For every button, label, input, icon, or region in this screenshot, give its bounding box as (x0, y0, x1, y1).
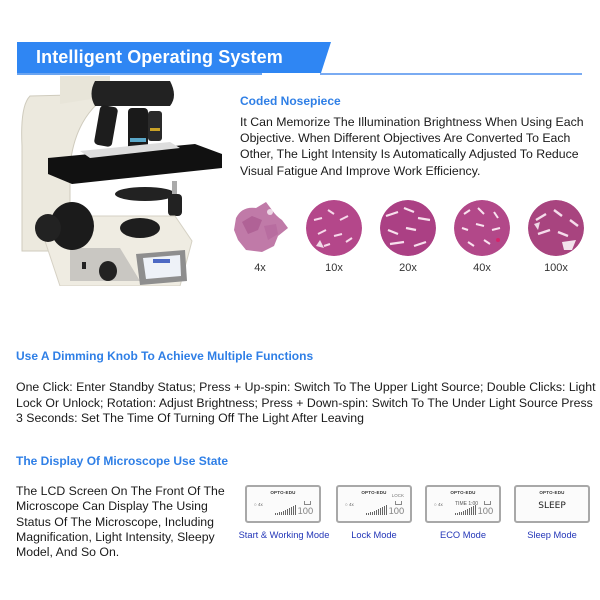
lcd-brand: OPTO-EDU (539, 490, 565, 495)
nosepiece-heading: Coded Nosepiece (240, 94, 341, 108)
tissue-image-40x (454, 200, 510, 256)
sample-label: 4x (254, 262, 266, 274)
display-heading: The Display Of Microscope Use State (16, 454, 229, 468)
microscope-image (21, 76, 222, 286)
lcd-magnification: ○ 4x (254, 502, 263, 507)
tissue-image-20x (380, 200, 436, 256)
sample-10x: 10x (306, 200, 364, 274)
lcd-brightness-value: 100 (477, 507, 493, 517)
lcd-sleep-mode: OPTO-EDU SLEEP (514, 485, 590, 523)
lcd-sleep-text: SLEEP (538, 501, 566, 511)
mode-label-start-working: Start & Working Mode (238, 530, 330, 540)
lamp-icon (304, 501, 311, 505)
lcd-brand: OPTO-EDU (361, 490, 387, 495)
sample-100x: 100x (528, 200, 586, 274)
section-banner: Intelligent Operating System (17, 42, 331, 73)
sample-label: 100x (544, 262, 568, 274)
sample-20x: 20x (380, 200, 438, 274)
banner-divider (320, 73, 582, 75)
lcd-magnification: ○ 4x (345, 502, 354, 507)
lamp-icon (395, 501, 402, 505)
sample-label: 20x (399, 262, 417, 274)
mode-label-sleep: Sleep Mode (527, 530, 577, 540)
display-description: The LCD Screen On The Front Of The Micro… (16, 484, 225, 560)
lcd-magnification: ○ 4x (434, 502, 443, 507)
sample-4x: 4x (232, 200, 290, 274)
lcd-brightness-value: 100 (388, 507, 404, 517)
lamp-icon (484, 501, 491, 505)
lcd-brand: OPTO-EDU (270, 490, 296, 495)
sample-40x: 40x (454, 200, 512, 274)
lcd-lock-status: LOCK (391, 493, 404, 498)
brightness-bars-icon (455, 505, 476, 515)
dimming-knob-description: One Click: Enter Standby Status; Press +… (16, 380, 596, 426)
brightness-bars-icon (275, 505, 296, 515)
lcd-brightness-value: 100 (297, 507, 313, 517)
sample-label: 10x (325, 262, 343, 274)
mode-label-lock: Lock Mode (351, 530, 397, 540)
brightness-bars-icon (366, 505, 387, 515)
sample-label: 40x (473, 262, 491, 274)
tissue-image-100x (528, 200, 584, 256)
nosepiece-description: It Can Memorize The Illumination Brightn… (240, 115, 584, 178)
lcd-brand: OPTO-EDU (450, 490, 476, 495)
magnification-samples: 4x 10x 20x 40x 100x (232, 200, 592, 280)
lcd-timer: TIME 1:00 (455, 501, 479, 507)
tissue-image-4x (234, 202, 288, 252)
mode-label-eco: ECO Mode (440, 530, 486, 540)
lcd-eco-mode: OPTO-EDU ○ 4x TIME 1:00 100 (425, 485, 501, 523)
lcd-start-working-mode: OPTO-EDU ○ 4x 100 (245, 485, 321, 523)
banner-underline (17, 73, 262, 75)
dimming-knob-heading: Use A Dimming Knob To Achieve Multiple F… (16, 349, 314, 363)
tissue-image-10x (306, 200, 362, 256)
lcd-lock-mode: OPTO-EDU LOCK ○ 4x 100 (336, 485, 412, 523)
banner-title: Intelligent Operating System (36, 47, 283, 67)
